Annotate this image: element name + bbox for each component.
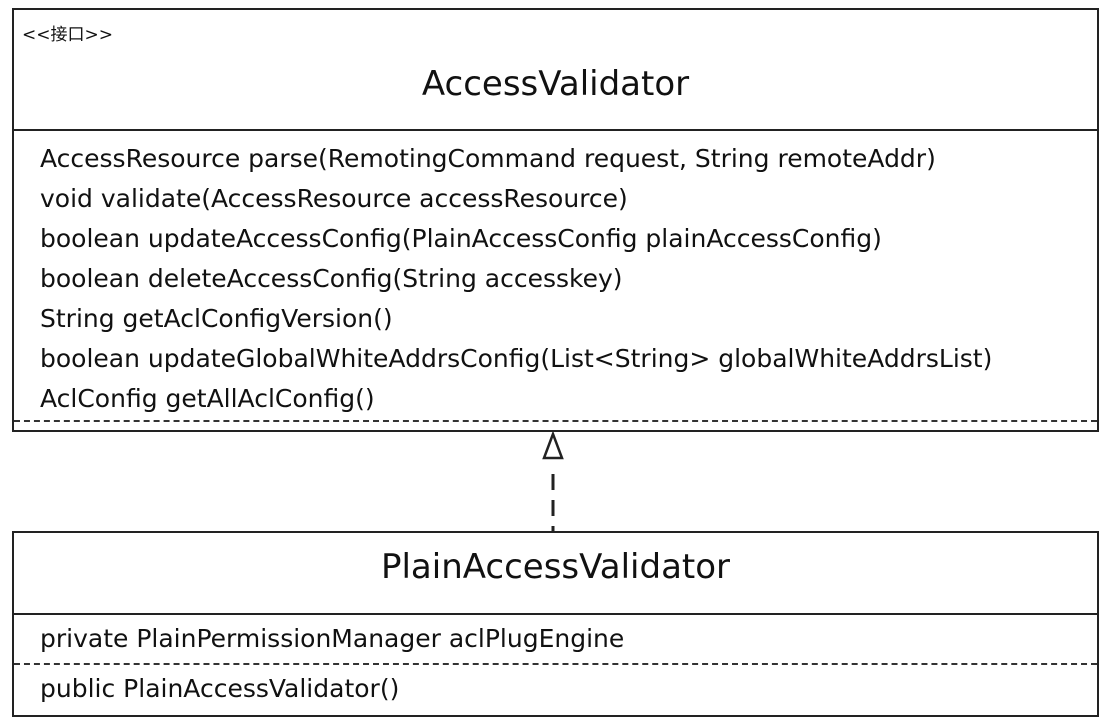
implementation-name-divider (14, 613, 1097, 615)
interface-method: void validate(AccessResource accessResou… (40, 184, 628, 213)
implementation-attributes-dotted-divider (14, 663, 1097, 665)
interface-method: boolean deleteAccessConfig(String access… (40, 264, 623, 293)
implementation-attributes-section: private PlainPermissionManager aclPlugEn… (40, 621, 1087, 657)
interface-method: String getAclConfigVersion() (40, 304, 393, 333)
interface-method: boolean updateAccessConfig(PlainAccessCo… (40, 224, 882, 253)
interface-class-name: AccessValidator (421, 64, 690, 104)
interface-name-divider (14, 129, 1097, 131)
interface-method: AclConfig getAllAclConfig() (40, 384, 375, 413)
interface-class-box: <<接口>> AccessValidator AccessResource pa… (12, 8, 1099, 432)
interface-stereotype: <<接口>> (22, 25, 113, 45)
implementation-methods-section: public PlainAccessValidator() (40, 671, 1087, 707)
interface-method: AccessResource parse(RemotingCommand req… (40, 144, 936, 173)
interface-methods-section: AccessResource parse(RemotingCommand req… (40, 139, 1087, 419)
implementation-class-name: PlainAccessValidator (380, 547, 731, 587)
interface-bottom-dotted-divider (14, 420, 1097, 422)
interface-method: boolean updateGlobalWhiteAddrsConfig(Lis… (40, 344, 993, 373)
implementation-attribute: private PlainPermissionManager aclPlugEn… (40, 624, 625, 653)
hollow-triangle-arrowhead-icon (542, 430, 564, 460)
implementation-method: public PlainAccessValidator() (40, 674, 400, 703)
implementation-class-box: PlainAccessValidator private PlainPermis… (12, 531, 1099, 717)
